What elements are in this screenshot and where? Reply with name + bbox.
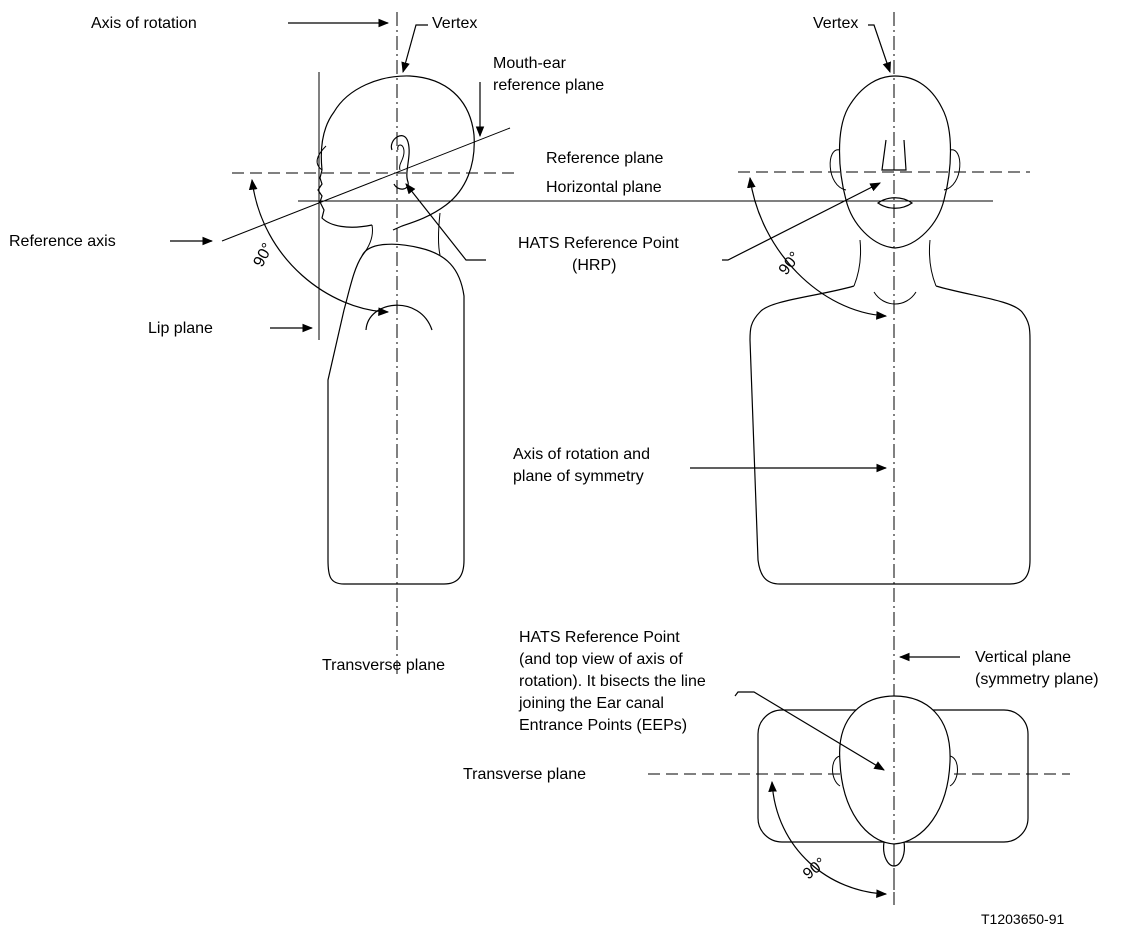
top-left-ear: [832, 755, 841, 787]
label-transverse-bottom: Transverse plane: [463, 766, 586, 783]
hrp-side-arrow: [405, 183, 486, 261]
label-horizontal-plane: Horizontal plane: [546, 179, 662, 196]
label-angle-right: 90°: [776, 249, 804, 279]
side-ear: [390, 135, 410, 190]
label-reference-plane: Reference plane: [546, 150, 664, 167]
top-hrp-arrow: [734, 691, 885, 771]
front-mouth: [876, 197, 914, 209]
label-top-hrp-2: (and top view of axis of: [519, 651, 683, 668]
label-transverse-left: Transverse plane: [322, 657, 445, 674]
label-top-hrp-5: Entrance Points (EEPs): [519, 717, 687, 734]
side-90-degree-arc: [248, 178, 390, 316]
label-axis-symmetry-1: Axis of rotation and: [513, 446, 650, 463]
front-collar: [873, 291, 917, 305]
front-head-outline: [838, 75, 952, 249]
label-vertex-left: Vertex: [432, 15, 477, 32]
label-top-hrp-4: joining the Ear canal: [518, 695, 664, 712]
label-mouth-ear-1: Mouth-ear: [493, 55, 567, 72]
mouth-ear-reference-axis-line: [221, 127, 511, 242]
label-angle-bottom: 90°: [800, 855, 830, 883]
side-neck-front: [361, 224, 373, 257]
leader-arrows: [170, 18, 960, 771]
side-head-outline: [317, 75, 475, 231]
front-torso-outline: [749, 285, 1031, 585]
hrp-front-arrow: [722, 182, 881, 261]
side-shoulder-arc: [365, 304, 433, 331]
side-neck-back: [438, 212, 441, 256]
top-90-degree-arc: [768, 780, 888, 898]
label-vertical-1: Vertical plane: [975, 649, 1071, 666]
label-mouth-ear-2: reference plane: [493, 77, 604, 94]
label-top-hrp-1: HATS Reference Point: [519, 629, 680, 646]
label-hrp-1: HATS Reference Point: [518, 235, 679, 252]
side-ear-inner: [397, 144, 405, 171]
side-nose: [316, 145, 327, 171]
label-reference-axis: Reference axis: [9, 233, 116, 250]
label-vertical-2: (symmetry plane): [975, 671, 1099, 688]
label-top-hrp-3: rotation). It bisects the line: [519, 673, 706, 690]
front-nose: [881, 139, 907, 171]
front-neck: [853, 239, 937, 287]
top-view: [648, 695, 1070, 905]
label-axis-of-rotation: Axis of rotation: [91, 15, 197, 32]
label-vertex-right: Vertex: [813, 15, 858, 32]
label-lip-plane: Lip plane: [148, 320, 213, 337]
side-torso-outline: [327, 243, 465, 585]
front-left-ear: [829, 149, 847, 191]
front-90-degree-arc: [747, 176, 888, 320]
side-view: [221, 12, 993, 675]
front-right-ear: [943, 149, 961, 191]
top-head-outline: [839, 695, 951, 845]
top-right-ear: [949, 755, 958, 787]
label-hrp-2: (HRP): [572, 257, 616, 274]
vertex-right-arrow: [868, 24, 891, 74]
label-axis-symmetry-2: plane of symmetry: [513, 468, 644, 485]
vertex-left-arrow: [401, 24, 428, 74]
label-figure-code: T1203650-91: [981, 911, 1065, 927]
label-angle-left: 90°: [251, 241, 277, 270]
